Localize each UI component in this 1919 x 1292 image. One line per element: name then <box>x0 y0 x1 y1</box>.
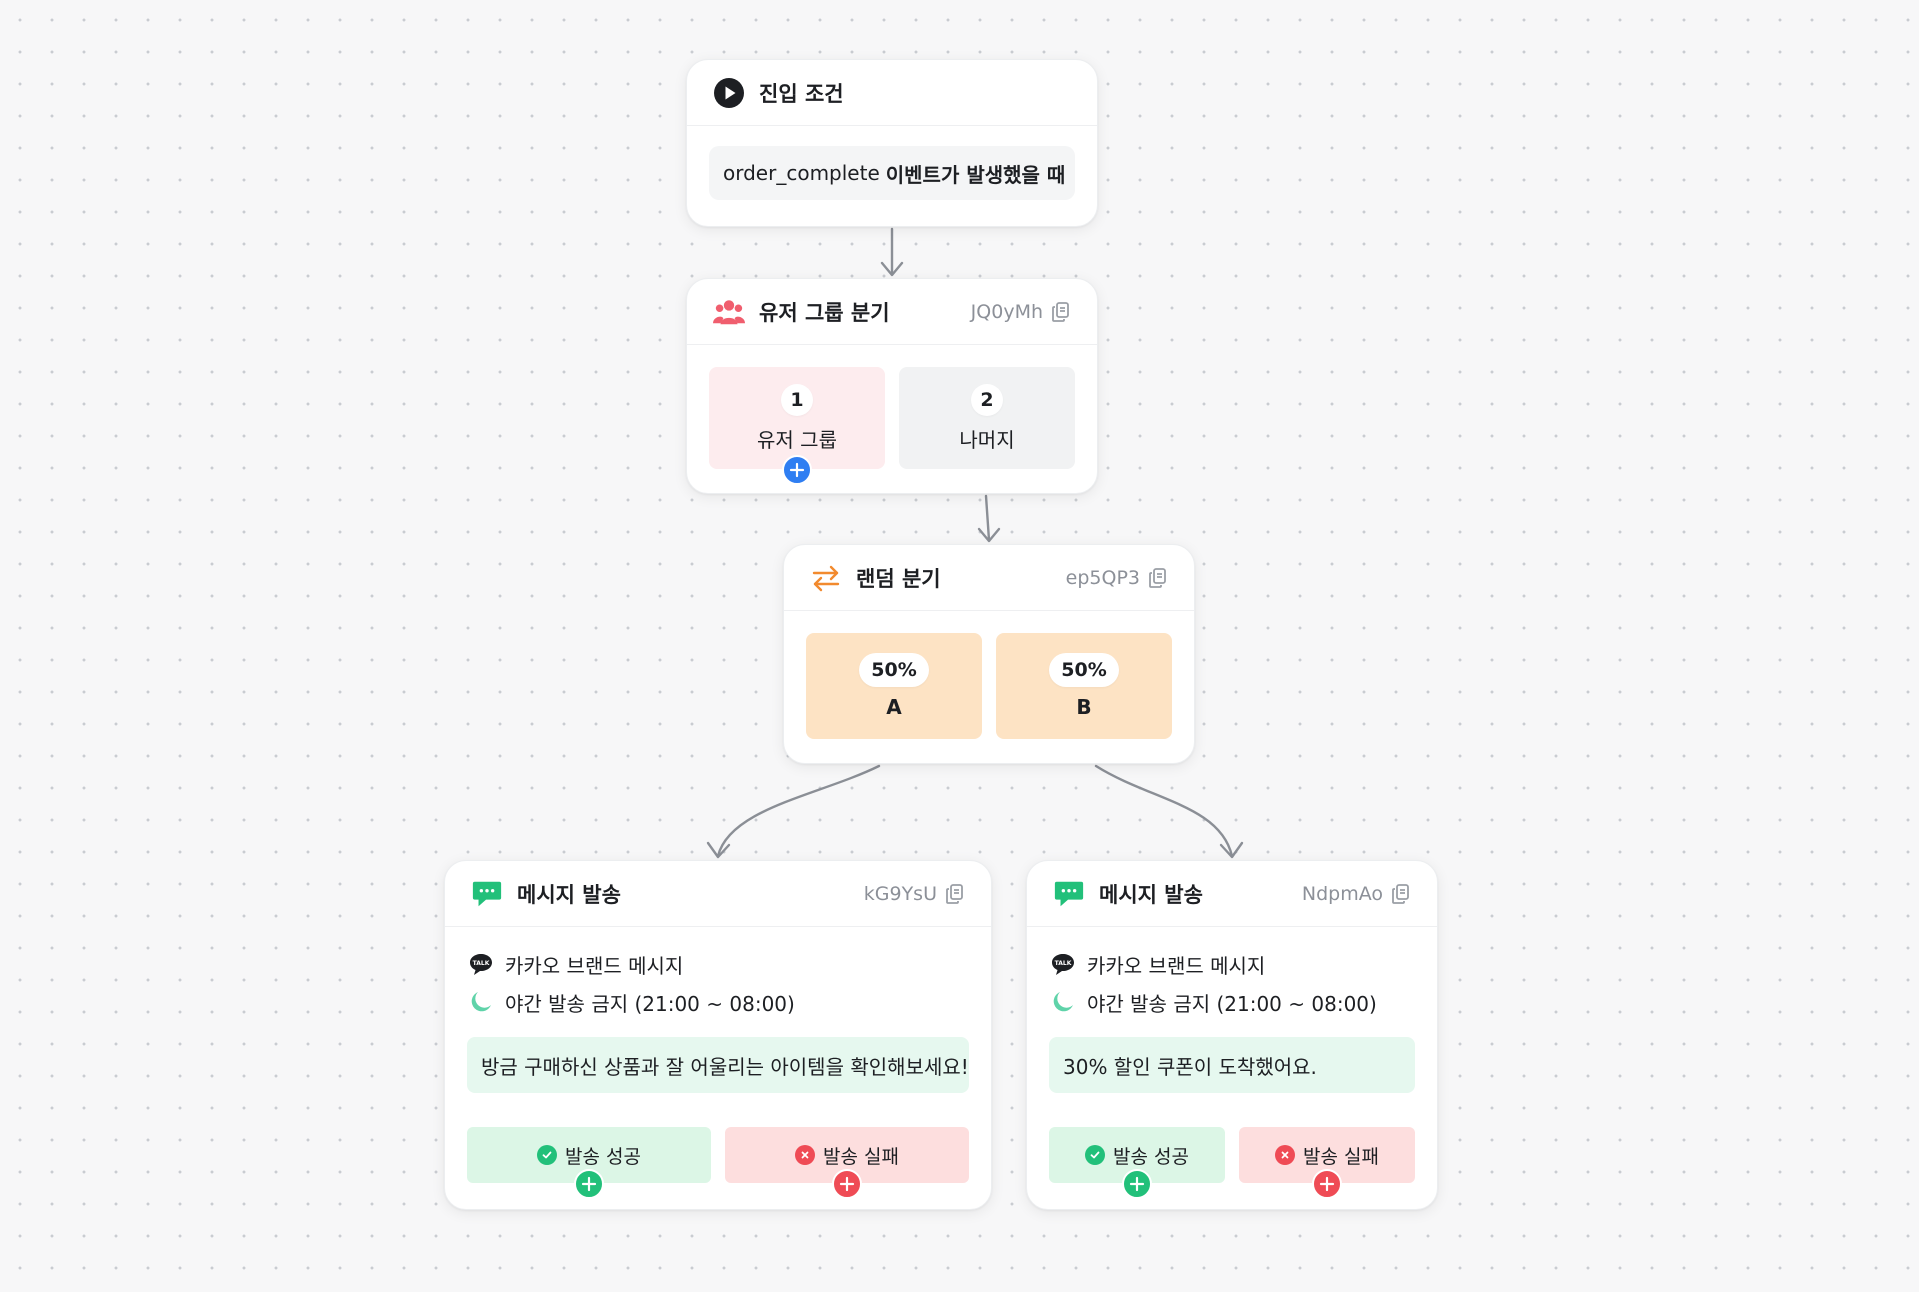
x-circle-icon <box>1275 1145 1296 1165</box>
result-branches: 발송 성공 발송 실패 <box>445 1093 991 1199</box>
success-label: 발송 성공 <box>565 1145 641 1168</box>
message-body: TALK 카카오 브랜드 메시지 야간 발송 금지 (21:00 ~ 08:00… <box>445 927 991 1093</box>
channel-name: 카카오 브랜드 메시지 <box>505 953 684 978</box>
kakao-talk-icon: TALK <box>467 950 495 978</box>
node-id[interactable]: ep5QP3 <box>1066 567 1168 589</box>
node-header: 메시지 발송 NdpmAo <box>1027 861 1437 927</box>
condition-text: 이벤트가 발생했을 때 <box>885 162 1066 187</box>
branch-label: 나머지 <box>959 427 1015 452</box>
random-branch-node[interactable]: 랜덤 분기 ep5QP3 50% A 50% B <box>783 544 1195 764</box>
send-message-node[interactable]: 메시지 발송 NdpmAo TALK 카카오 브랜드 메시지 야간 발송 금지 … <box>1026 860 1438 1210</box>
send-failure-branch[interactable]: 발송 실패 <box>725 1127 969 1199</box>
edge-group-to-random <box>984 494 991 542</box>
edge-entry-to-group-arrow <box>880 261 904 277</box>
quiet-hours-row: 야간 발송 금지 (21:00 ~ 08:00) <box>1049 983 1415 1021</box>
entry-condition-node[interactable]: 진입 조건 order_complete 이벤트가 발생했을 때 <box>686 59 1098 227</box>
node-id[interactable]: NdpmAo <box>1302 883 1411 905</box>
svg-text:TALK: TALK <box>1055 960 1072 967</box>
node-header: 랜덤 분기 ep5QP3 <box>784 545 1194 611</box>
send-success-branch[interactable]: 발송 성공 <box>1049 1127 1225 1199</box>
branch-a[interactable]: 50% A <box>806 633 982 739</box>
kakao-talk-icon: TALK <box>1049 950 1077 978</box>
add-step-button[interactable] <box>574 1169 604 1199</box>
chat-bubble-icon <box>471 878 503 910</box>
add-step-button[interactable] <box>1312 1169 1342 1199</box>
add-step-button[interactable] <box>782 455 812 485</box>
plus-icon <box>839 1176 855 1192</box>
node-title: 진입 조건 <box>759 81 844 106</box>
branch-percent: 50% <box>859 653 929 687</box>
node-id[interactable]: JQ0yMh <box>971 301 1071 323</box>
channel-row: TALK 카카오 브랜드 메시지 <box>1049 945 1415 983</box>
send-success-branch[interactable]: 발송 성공 <box>467 1127 711 1199</box>
branch-rest[interactable]: 2 나머지 <box>899 367 1075 469</box>
branch-user-group[interactable]: 1 유저 그룹 <box>709 367 885 485</box>
copy-icon[interactable] <box>1391 883 1411 905</box>
branch-label: A <box>886 695 902 719</box>
branch-percent: 50% <box>1049 653 1119 687</box>
quiet-hours-text: 야간 발송 금지 (21:00 ~ 08:00) <box>1087 991 1377 1016</box>
message-preview[interactable]: 방금 구매하신 상품과 잘 어울리는 아이템을 확인해보세요! <box>467 1037 969 1093</box>
channel-name: 카카오 브랜드 메시지 <box>1087 953 1266 978</box>
send-failure-branch[interactable]: 발송 실패 <box>1239 1127 1415 1199</box>
moon-icon <box>467 988 495 1016</box>
plus-icon <box>789 462 805 478</box>
swap-arrows-icon <box>810 562 842 594</box>
node-title: 메시지 발송 <box>517 882 621 907</box>
node-title: 유저 그룹 분기 <box>759 300 890 325</box>
user-group-branch-node[interactable]: 유저 그룹 분기 JQ0yMh 1 유저 그룹 2 나머지 <box>686 278 1098 494</box>
plus-icon <box>581 1176 597 1192</box>
node-id[interactable]: kG9YsU <box>864 883 965 905</box>
branch-number: 1 <box>781 383 813 416</box>
node-title: 메시지 발송 <box>1099 882 1203 907</box>
plus-icon <box>1129 1176 1145 1192</box>
event-name: order_complete <box>723 161 880 185</box>
copy-icon[interactable] <box>1051 301 1071 323</box>
success-label: 발송 성공 <box>1113 1145 1189 1168</box>
send-message-node[interactable]: 메시지 발송 kG9YsU TALK 카카오 브랜드 메시지 야간 발송 금지 … <box>444 860 992 1210</box>
edge-group-to-random-arrow <box>977 527 1001 543</box>
message-body: TALK 카카오 브랜드 메시지 야간 발송 금지 (21:00 ~ 08:00… <box>1027 927 1437 1093</box>
edge-random-to-msg1-arrow <box>706 841 731 859</box>
node-title: 랜덤 분기 <box>856 566 941 591</box>
svg-text:TALK: TALK <box>473 960 490 967</box>
users-icon <box>713 296 745 328</box>
node-id-text: ep5QP3 <box>1065 566 1140 589</box>
branch-number: 2 <box>971 383 1003 416</box>
plus-icon <box>1319 1176 1335 1192</box>
edge-random-to-msg1 <box>716 764 881 858</box>
branch-label: 유저 그룹 <box>757 427 837 452</box>
message-preview[interactable]: 30% 할인 쿠폰이 도착했어요. <box>1049 1037 1415 1093</box>
quiet-hours-text: 야간 발송 금지 (21:00 ~ 08:00) <box>505 991 795 1016</box>
node-id-text: kG9YsU <box>863 882 937 905</box>
failure-label: 발송 실패 <box>823 1145 899 1168</box>
node-id-text: NdpmAo <box>1301 882 1383 905</box>
copy-icon[interactable] <box>1148 567 1168 589</box>
branch-list: 1 유저 그룹 2 나머지 <box>687 345 1097 485</box>
play-icon <box>713 77 745 109</box>
branch-b[interactable]: 50% B <box>996 633 1172 739</box>
failure-label: 발송 실패 <box>1303 1145 1379 1168</box>
branch-list: 50% A 50% B <box>784 611 1194 739</box>
moon-icon <box>1049 988 1077 1016</box>
copy-icon[interactable] <box>945 883 965 905</box>
chat-bubble-icon <box>1053 878 1085 910</box>
channel-row: TALK 카카오 브랜드 메시지 <box>467 945 969 983</box>
node-header: 유저 그룹 분기 JQ0yMh <box>687 279 1097 345</box>
node-header: 메시지 발송 kG9YsU <box>445 861 991 927</box>
check-circle-icon <box>1085 1145 1106 1165</box>
x-circle-icon <box>795 1145 816 1165</box>
result-branches: 발송 성공 발송 실패 <box>1027 1093 1437 1199</box>
add-step-button[interactable] <box>832 1169 862 1199</box>
edge-random-to-msg2 <box>1094 764 1234 858</box>
quiet-hours-row: 야간 발송 금지 (21:00 ~ 08:00) <box>467 983 969 1021</box>
branch-label: B <box>1076 695 1092 719</box>
add-step-button[interactable] <box>1122 1169 1152 1199</box>
node-id-text: JQ0yMh <box>970 300 1043 323</box>
check-circle-icon <box>537 1145 558 1165</box>
node-header: 진입 조건 <box>687 60 1097 126</box>
entry-condition[interactable]: order_complete 이벤트가 발생했을 때 <box>709 146 1075 200</box>
edge-random-to-msg2-arrow <box>1219 841 1244 859</box>
